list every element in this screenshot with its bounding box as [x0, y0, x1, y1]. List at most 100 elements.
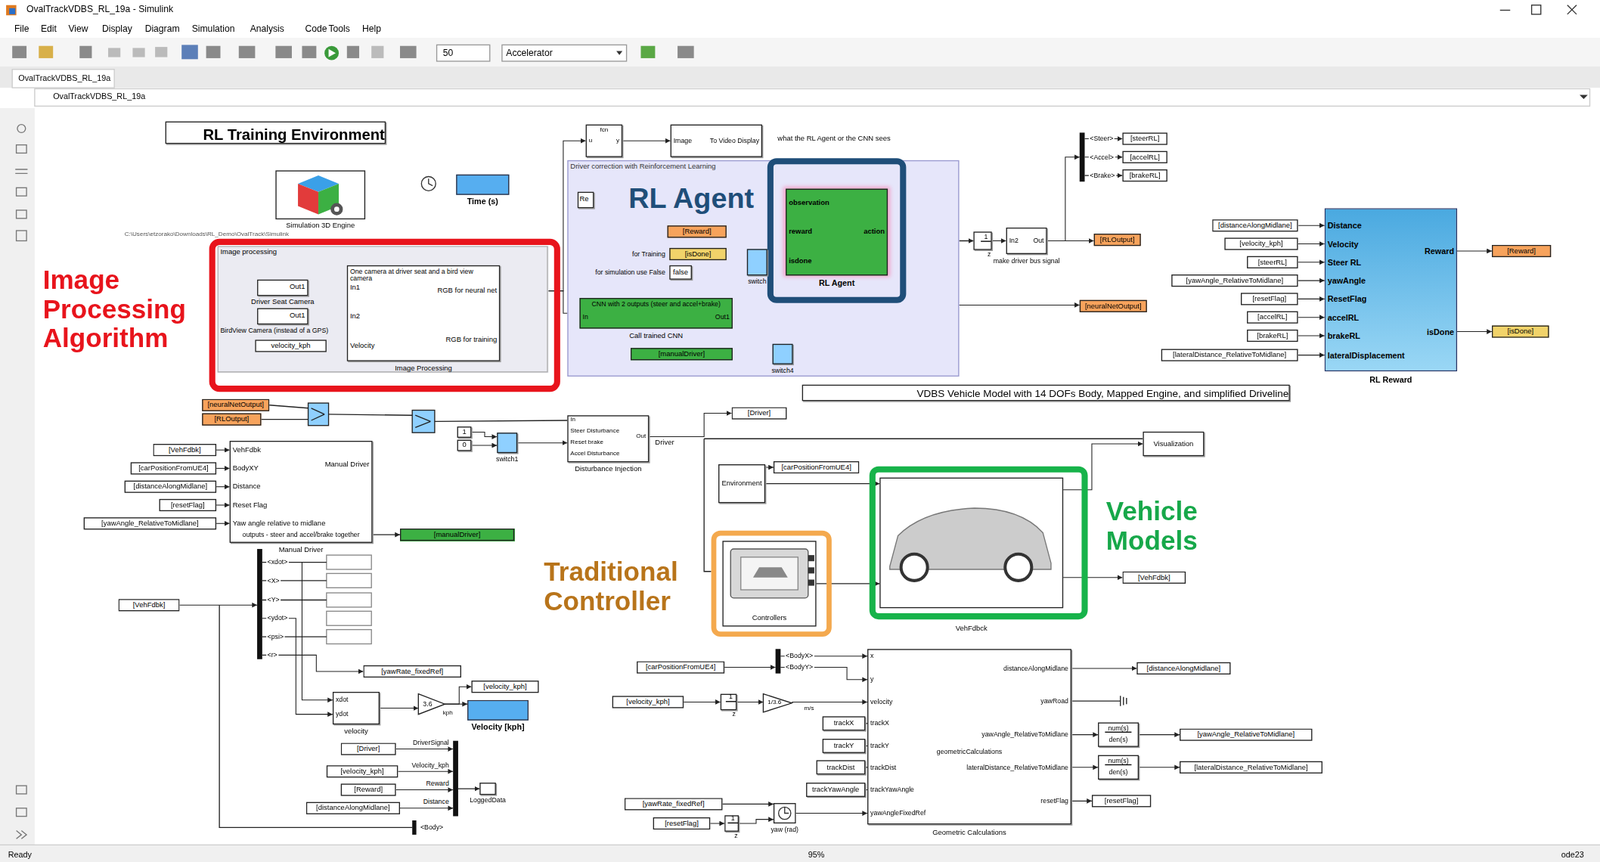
block-label: Environment: [722, 479, 763, 488]
block-label: [steerRL]: [1258, 257, 1287, 267]
block-label: Visualization: [1153, 440, 1194, 449]
geometry-block: xyvelocitytrackXtrackYtrackDisttrackYawA…: [867, 648, 1072, 825]
block-label: VehFdbk: [232, 446, 261, 455]
text-label: Simulation: [192, 23, 236, 35]
block-label: [velocity_kph]: [626, 697, 670, 707]
bus-creator: DriverSignalVelocity_kphRewardDistance: [452, 741, 459, 817]
signal-line: [1457, 250, 1492, 252]
signal-line: [262, 562, 333, 701]
text-label: C:\Users\etzorako\Downloads\RL_Demo\Oval…: [124, 230, 289, 238]
block-label: den(s): [1109, 735, 1129, 744]
block-label: Steer RL: [1327, 257, 1362, 267]
text-label: 95%: [808, 849, 825, 859]
block-label: BirdView Camera (instead of a GPS): [220, 326, 329, 335]
block-label: 0: [462, 441, 466, 450]
transfer-fcn: num(s)den(s): [1097, 755, 1139, 780]
block-label: [brakeRL]: [1129, 171, 1161, 180]
signal-line: [722, 803, 773, 805]
switch-block: switch4: [772, 344, 794, 365]
signal-line: [216, 504, 230, 506]
block-label: [VehFdbk]: [168, 446, 202, 455]
signal-line: [1138, 766, 1180, 768]
constant-block: 1: [457, 426, 472, 438]
block-label: Image: [673, 136, 692, 145]
signal-line: [517, 442, 568, 444]
block-label: action: [863, 227, 885, 236]
from-tag: [resetFlag]: [159, 499, 218, 512]
goto-tag: [Driver]: [731, 406, 788, 419]
subsystem-area: Driver correction with Reinforcement Lea…: [567, 160, 959, 377]
block-label: switch: [747, 277, 766, 286]
text-label: Analysis: [250, 23, 285, 35]
block-label: lateralDisplacement: [1327, 350, 1405, 360]
block-label: Manual Driver: [279, 545, 324, 555]
block-label: <BodyX>: [784, 651, 815, 660]
block-label: [carPositionFromUE4]: [645, 663, 716, 672]
constant-block: trackYawAngle: [806, 782, 866, 797]
block-label: RGB for training: [445, 335, 497, 345]
cnn-block: CNN with 2 outputs (steer and accel+brak…: [579, 297, 733, 329]
signal-line: [1298, 334, 1325, 336]
block-label: [Reward]: [682, 227, 712, 236]
block-label: [resetFlag]: [1252, 294, 1287, 304]
block-label: velocity_kph: [271, 341, 311, 351]
block-label: Distance: [232, 482, 261, 491]
from-tag: [Reward]: [341, 783, 397, 796]
signal-line: [765, 467, 774, 469]
block-label: velocity: [870, 697, 893, 706]
block-label: outputs - steer and accel/brake together: [242, 530, 360, 539]
text-label: Diagram: [145, 23, 180, 35]
block-label: switch1: [496, 455, 518, 463]
signal-line: [372, 534, 400, 536]
signal-line: [1298, 354, 1325, 356]
constant-block: trackX: [822, 716, 866, 731]
bus-selector: <Body>: [412, 820, 416, 835]
signal-line: [396, 748, 454, 750]
from-tag: [distanceAlongMidlane]: [124, 480, 217, 494]
signal-line: [1071, 766, 1098, 768]
constant-block: trackY: [822, 738, 866, 754]
block-label: u: [589, 136, 593, 144]
block-label: Traditional Controller: [543, 557, 707, 616]
block-label: [isDone]: [685, 250, 712, 259]
block-label: geometricCalculations: [936, 747, 1002, 756]
signal-line: [379, 707, 419, 709]
block-label: [RLOutput]: [213, 415, 249, 424]
signal-line: [736, 701, 763, 703]
block-label: num(s): [1104, 756, 1132, 766]
block-label: trackDist: [827, 762, 856, 772]
block-label: Velocity: [350, 341, 376, 351]
block-label: observation: [788, 198, 830, 208]
block-label: [carPositionFromUE4]: [138, 464, 208, 473]
from-tag: [accelRL]: [1246, 311, 1298, 324]
from-tag: [VehFdbk]: [118, 598, 180, 611]
block-label: y: [616, 136, 620, 144]
block-label: [accelRL]: [1129, 152, 1160, 162]
block-label: z: [734, 831, 738, 839]
block-label: [manualDriver]: [434, 530, 481, 540]
signal-line: [458, 788, 480, 790]
from-tag: [yawAngle_RelativeToMidlane]: [1171, 274, 1298, 287]
block-label: Simulation 3D Engine: [285, 221, 355, 230]
text-label: Ready: [8, 849, 32, 859]
bus-selector: <BodyX><BodyY>: [775, 648, 782, 673]
block-label: Yaw angle relative to midlane: [232, 519, 326, 528]
block-label: [yawRate_fixedRef]: [642, 800, 705, 809]
block-label: Geometric Calculations: [932, 828, 1007, 838]
bus-selector: <Steer><Accel><Brake>: [1079, 132, 1086, 182]
from-tag: [carPositionFromUE4]: [636, 660, 725, 673]
block-label: In: [570, 416, 576, 424]
block-label: Steer Disturbance: [570, 427, 620, 435]
signal-line: [216, 523, 230, 525]
signal-line: [765, 483, 880, 484]
block-label: brakeRL: [1327, 331, 1361, 342]
block-label: VDBS Vehicle Model with 14 DOFs Body, Ma…: [917, 387, 1290, 400]
block-label: <psi>: [266, 632, 285, 641]
signal-line: [1298, 225, 1325, 227]
block-label: Velocity_kph: [410, 761, 450, 769]
block-label: [RLOutput]: [1100, 235, 1135, 245]
signal-line: [471, 445, 497, 447]
block-label: Image Processing: [394, 364, 453, 373]
block-label: [yawAngle_RelativeToMidlane]: [1196, 730, 1295, 739]
block-label: yawAngle: [1327, 276, 1366, 286]
